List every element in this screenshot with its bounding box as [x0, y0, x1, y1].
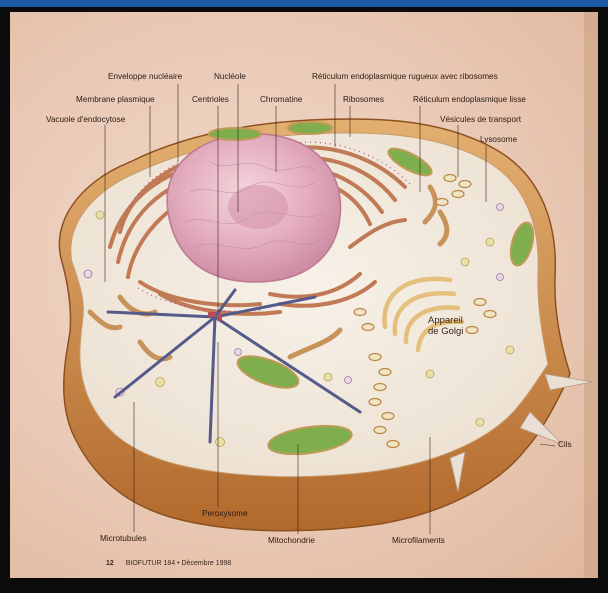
label-mitochondrie: Mitochondrie: [268, 536, 315, 546]
label-lysosome: Lysosome: [480, 135, 517, 145]
label-vesicules-transport: Vésicules de transport: [440, 115, 521, 125]
label-ribosomes: Ribosomes: [343, 95, 384, 105]
page-footer: 12 BIOFUTUR 184 • Décembre 1998: [106, 560, 231, 567]
label-appareil-golgi-line2: de Golgi: [428, 327, 463, 337]
label-cils: Cils: [558, 440, 572, 450]
top-accent-bar: [0, 0, 608, 7]
label-reticulum-rugueux: Réticulum endoplasmique rugueux avec rib…: [312, 72, 498, 82]
label-centrioles: Centrioles: [192, 95, 229, 105]
scanned-page: Enveloppe nucléaire Nucléole Réticulum e…: [10, 12, 598, 578]
label-microfilaments: Microfilaments: [392, 536, 445, 546]
label-vacuole-endocytose: Vacuole d'endocytose: [46, 115, 125, 125]
label-microtubules: Microtubules: [100, 534, 146, 544]
label-chromatine: Chromatine: [260, 95, 302, 105]
publication-source: BIOFUTUR 184 • Décembre 1998: [126, 560, 232, 567]
nucleolus: [228, 185, 288, 229]
label-peroxysome: Peroxysome: [202, 509, 248, 519]
label-reticulum-lisse: Réticulum endoplasmique lisse: [413, 95, 526, 105]
page-number: 12: [106, 560, 114, 567]
label-membrane-plasmique: Membrane plasmique: [76, 95, 155, 105]
label-enveloppe-nucleaire: Enveloppe nucléaire: [108, 72, 182, 82]
label-appareil-golgi-line1: Appareil: [428, 316, 463, 326]
label-nucleole: Nucléole: [214, 72, 246, 82]
